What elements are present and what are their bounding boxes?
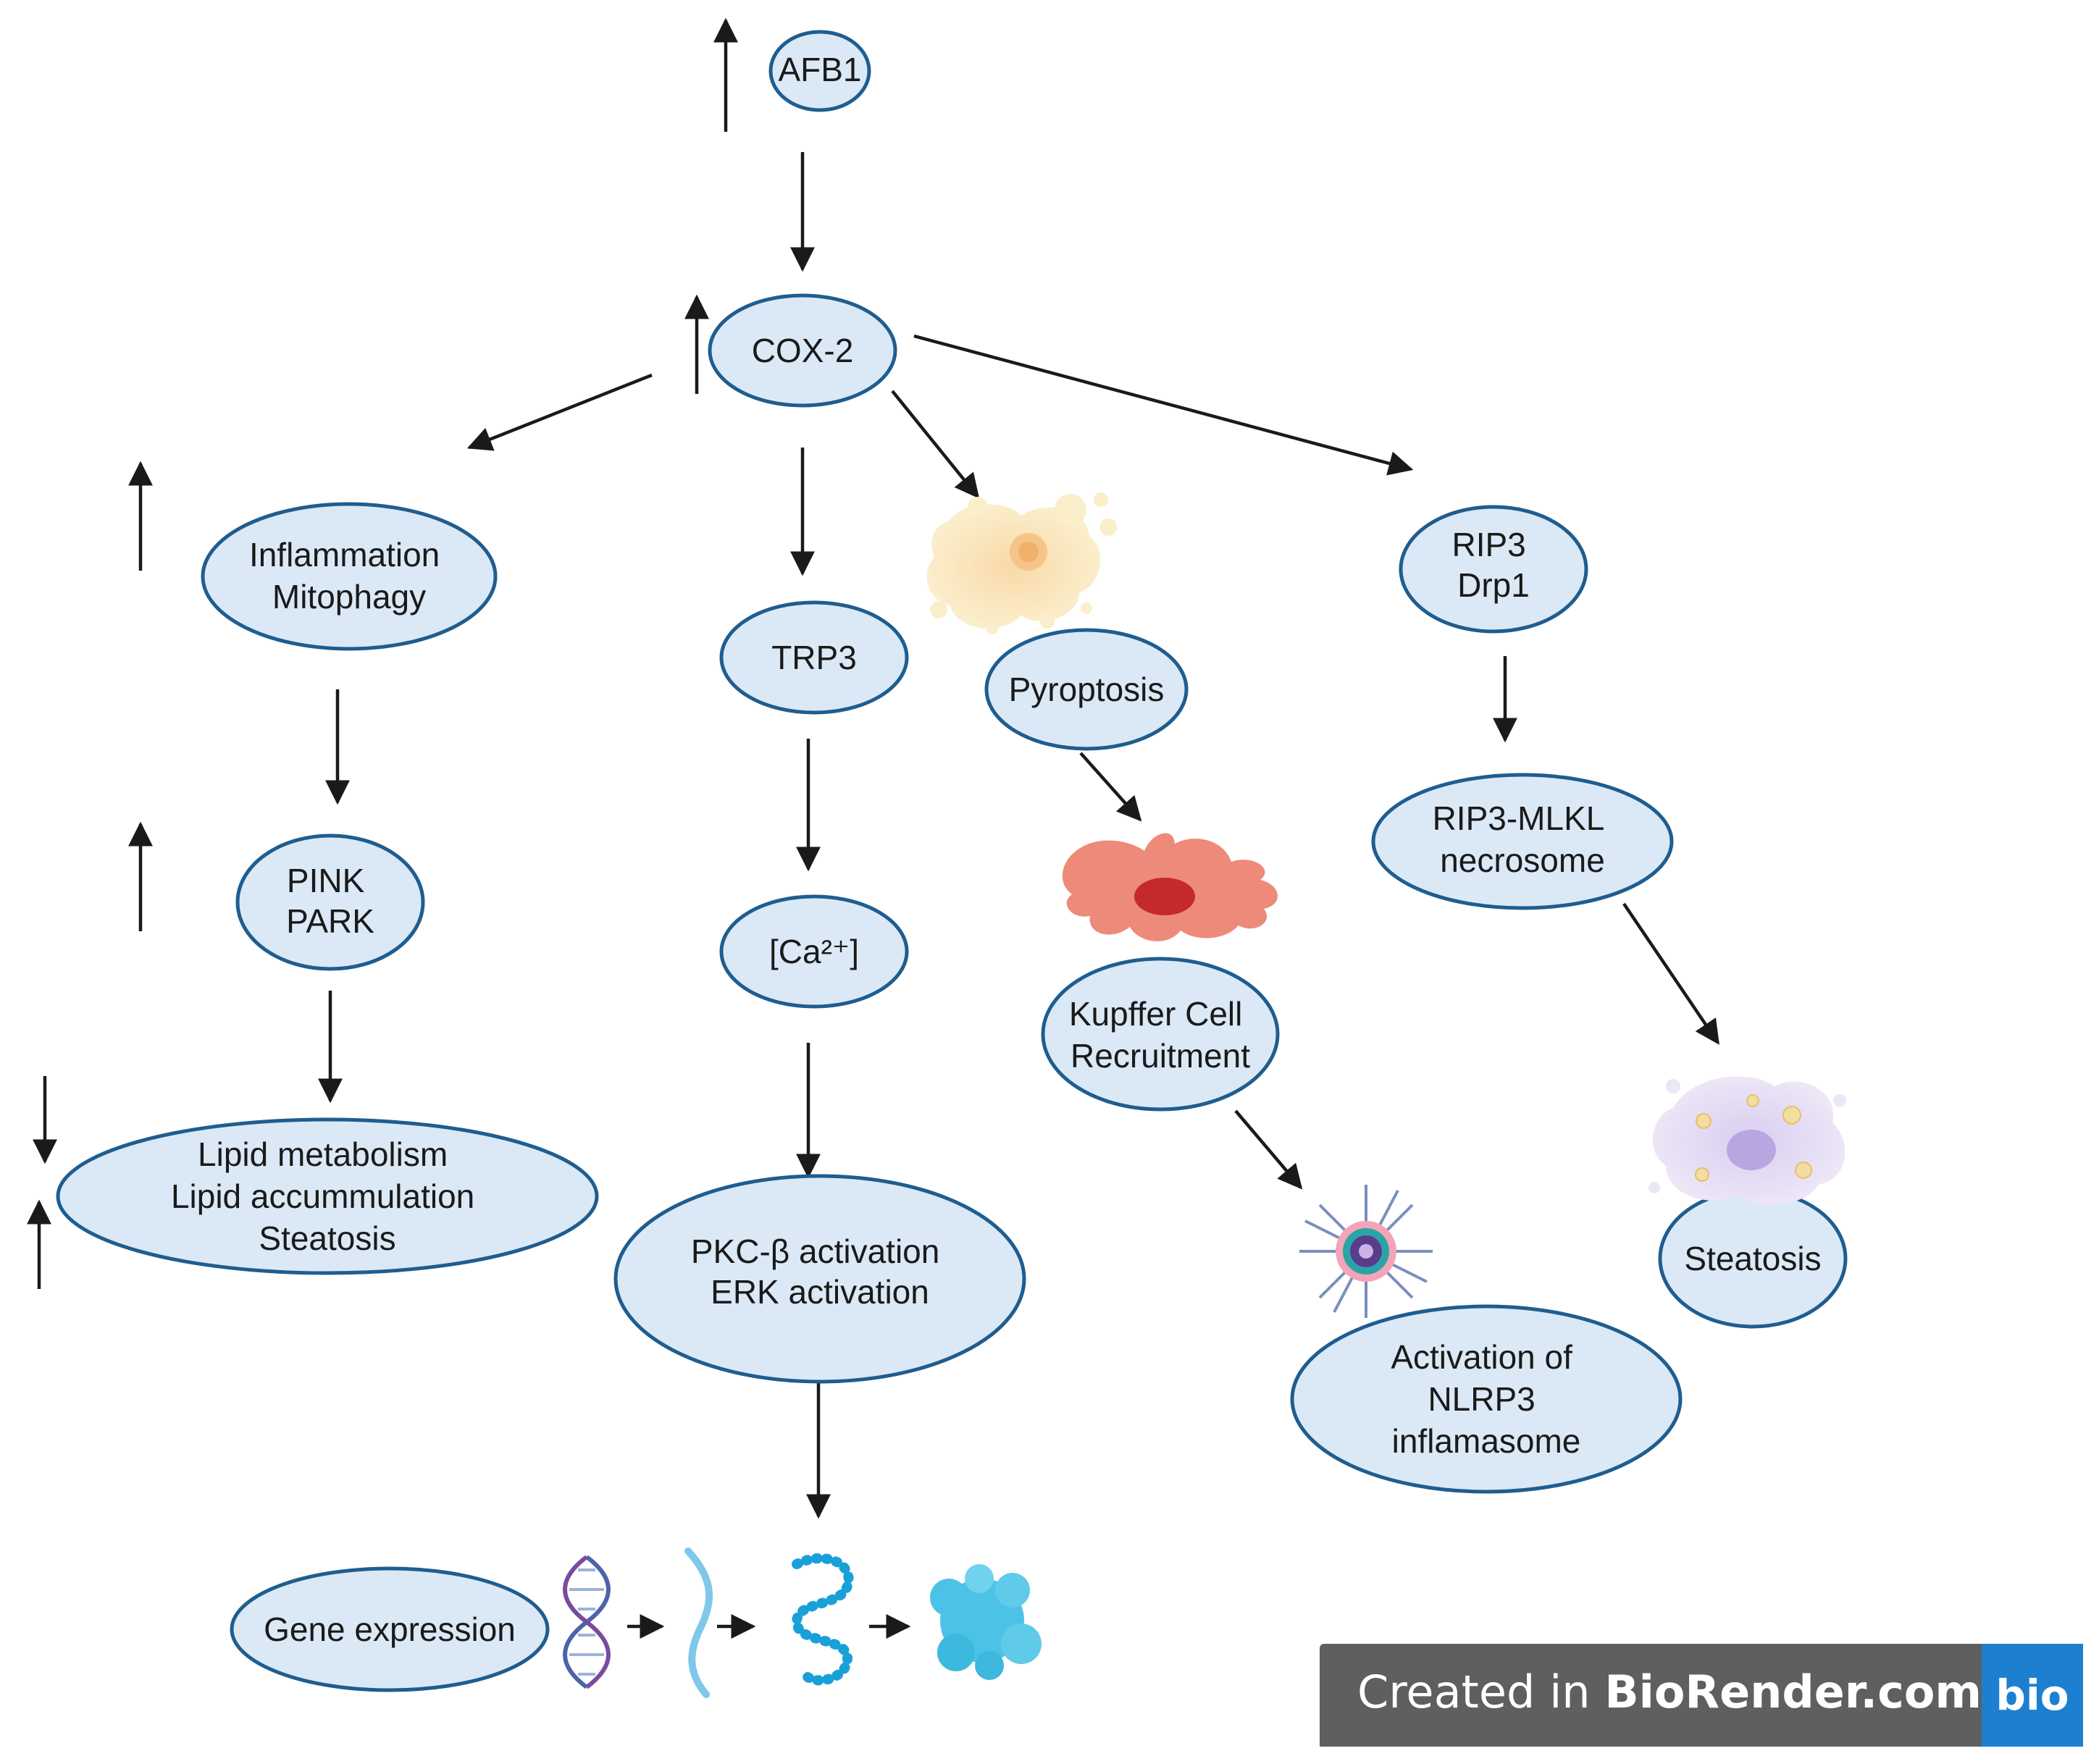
biorender-logo: bio — [1982, 1644, 2083, 1747]
pyroptotic-cell-icon — [926, 492, 1117, 634]
node-pkc-erk-activation: PKC-β activation ERK activation — [613, 1174, 1026, 1384]
node-necrosome-label: RIP3-MLKL necrosome — [1433, 799, 1613, 879]
watermark-text: Created in BioRender.com — [1357, 1666, 1982, 1718]
arrow-cox2-to-pyroptotic-cell — [891, 390, 980, 499]
node-rip3-mlkl-necrosome: RIP3-MLKL necrosome — [1371, 773, 1674, 910]
node-rip3-drp1: RIP3 Drp1 — [1399, 505, 1588, 634]
node-afb1-label: AFB1 — [778, 51, 861, 88]
inflammasome-icon — [1299, 1185, 1433, 1318]
node-cox2-label: COX-2 — [752, 332, 854, 369]
node-inflammation-mitophagy: Inflammation Mitophagy — [201, 502, 498, 651]
node-lipid-label: Lipid metabolism Lipid accummulation Ste… — [171, 1135, 484, 1257]
biorender-watermark: Created in BioRender.com bio — [1320, 1644, 2083, 1747]
node-cox2: COX-2 — [708, 293, 897, 408]
node-steatosis-label: Steatosis — [1684, 1240, 1821, 1277]
node-lipid-steatosis: Lipid metabolism Lipid accummulation Ste… — [56, 1117, 599, 1275]
node-nlrp3-inflammasome: Activation of NLRP3 inflamasome — [1290, 1304, 1683, 1494]
node-trp3-label: TRP3 — [771, 639, 857, 676]
regulation-marks — [27, 17, 738, 1289]
kupffer-cell-icon — [1062, 833, 1278, 941]
node-calcium: [Ca²⁺] — [719, 894, 909, 1009]
dna-icon — [563, 1555, 611, 1689]
folded-protein-icon — [930, 1564, 1042, 1680]
node-pyroptosis-label: Pyroptosis — [1009, 671, 1165, 708]
node-kupffer-label: Kupffer Cell Recruitment — [1069, 995, 1252, 1075]
arrow-kupffer-to-inflammasome — [1234, 1109, 1303, 1190]
node-gene-label: Gene expression — [264, 1610, 516, 1648]
mrna-icon — [684, 1547, 713, 1698]
node-afb1: AFB1 — [768, 30, 871, 112]
node-rip3-label: RIP3 Drp1 — [1451, 526, 1535, 604]
arrow-cox2-to-rip3 — [913, 334, 1414, 476]
node-calcium-label: [Ca²⁺] — [769, 933, 859, 970]
polypeptide-chain-icon — [791, 1553, 854, 1686]
flow-arrows — [318, 152, 1719, 1519]
arrow-pyroptosis-to-kupffer — [1079, 752, 1142, 822]
node-kupffer-recruitment: Kupffer Cell Recruitment — [1041, 957, 1280, 1112]
node-nlrp3-label: Activation of NLRP3 inflamasome — [1391, 1338, 1581, 1460]
node-pink-label: PINK PARK — [286, 862, 374, 940]
node-pkc-label: PKC-β activation ERK activation — [691, 1232, 949, 1311]
node-gene-expression: Gene expression — [230, 1566, 550, 1692]
arrow-cox2-to-inflammation — [466, 373, 653, 451]
node-steatosis: Steatosis — [1658, 1188, 1848, 1329]
node-pink-park: PINK PARK — [235, 833, 425, 971]
steatotic-cell-icon — [1648, 1076, 1846, 1205]
node-inflammation-label: Inflammation Mitophagy — [249, 536, 449, 616]
arrow-necrosome-to-steatotic-cell — [1622, 902, 1719, 1045]
node-trp3: TRP3 — [719, 600, 909, 715]
node-pyroptosis: Pyroptosis — [984, 628, 1189, 751]
